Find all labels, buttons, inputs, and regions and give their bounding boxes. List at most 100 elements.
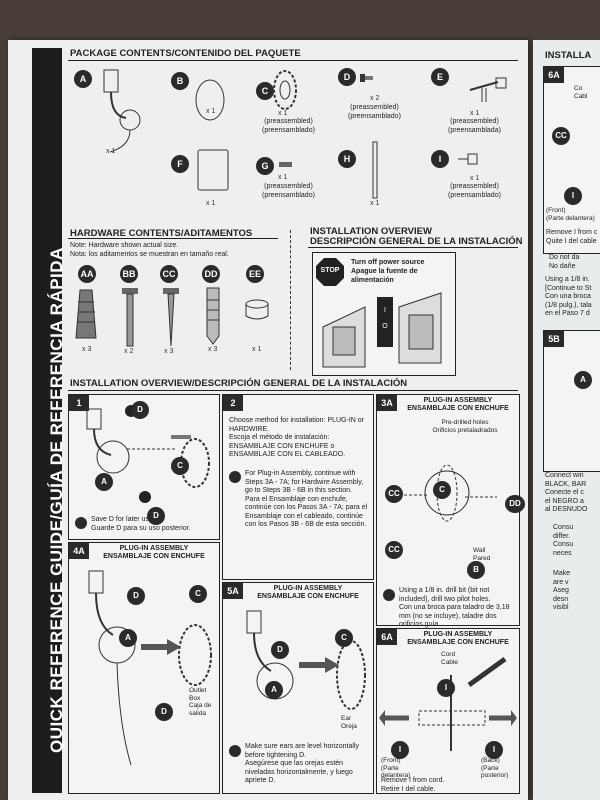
right-wiring-text: Connect wiri BLACK, BAR Conecte el c el … bbox=[545, 472, 588, 513]
item-letter: E bbox=[431, 68, 449, 86]
part-b-label: B bbox=[467, 561, 485, 579]
right-make-sure-text: Make are v Aseg desn visibl bbox=[553, 570, 571, 611]
item-letter: CC bbox=[160, 265, 178, 283]
part-a-label: A bbox=[574, 371, 592, 389]
stop-sign-label: STOP bbox=[320, 267, 340, 274]
part-d-label: D bbox=[155, 703, 173, 721]
step-3a-tip: Using a 1/8 in. drill bit (bit not inclu… bbox=[399, 587, 510, 628]
step-1-panel: 1 D A C D Save D for later use. Guarde D… bbox=[68, 394, 220, 540]
item-letter: H bbox=[338, 150, 356, 168]
step-2-panel: 2 Choose method for installation: PLUG-I… bbox=[222, 394, 374, 580]
step-number: 2 bbox=[223, 395, 243, 411]
item-qty: x 2 bbox=[124, 348, 134, 355]
wood-screw-icon bbox=[163, 288, 179, 347]
divider bbox=[308, 247, 518, 248]
cord-label: Cord Cable bbox=[441, 651, 458, 666]
wall-sconce-icon bbox=[103, 69, 141, 153]
item-letter: AA bbox=[78, 265, 96, 283]
part-a-label: A bbox=[265, 681, 283, 699]
right-step-5b-panel: 5B A bbox=[543, 330, 600, 472]
step-3a-panel: 3A PLUG-IN ASSEMBLY ENSAMBLAJE CON ENCHU… bbox=[376, 394, 525, 628]
divider bbox=[68, 60, 518, 61]
item-qty: x 2 bbox=[370, 95, 380, 102]
item-letter: G bbox=[256, 157, 274, 175]
small-part-icon bbox=[279, 162, 292, 167]
step-2-text: Choose method for installation: PLUG-IN … bbox=[229, 417, 365, 458]
step-6a-text: Remove I from cord. Retire I del cable. bbox=[381, 777, 445, 793]
mounting-bracket-icon bbox=[273, 70, 297, 110]
screw-icon bbox=[360, 74, 373, 82]
item-letter: B bbox=[171, 72, 189, 90]
hardware-note-es: Nota: los aditamentos se muestran en tam… bbox=[70, 251, 229, 258]
item-note: (preassembled) (preensamblado) bbox=[348, 104, 401, 120]
bushing-icon bbox=[245, 299, 269, 320]
package-contents-header: PACKAGE CONTENTS/CONTENIDO DEL PAQUETE bbox=[70, 48, 301, 59]
breaker-box-illustration bbox=[322, 292, 442, 368]
part-c-label: C bbox=[171, 457, 189, 475]
right-header: INSTALLA bbox=[545, 50, 592, 61]
item-letter: BB bbox=[120, 265, 138, 283]
switch-on-label: I bbox=[384, 307, 386, 314]
ear-label: Ear Oreja bbox=[341, 715, 357, 730]
power-off-es: Apague la fuente de alimentación bbox=[351, 268, 418, 284]
overview-header-es: DESCRIPCIÓN GENERAL DE LA INSTALACIÓN bbox=[310, 236, 523, 247]
right-consult-text: Consu differ. Consu neces bbox=[553, 524, 574, 557]
step-6a-title: PLUG-IN ASSEMBLY ENSAMBLAJE CON ENCHUFE bbox=[407, 631, 509, 646]
step-5a-title: PLUG-IN ASSEMBLY ENSAMBLAJE CON ENCHUFE bbox=[257, 585, 359, 600]
part-i-label: I bbox=[564, 187, 582, 205]
part-d-label: D bbox=[127, 587, 145, 605]
pre-drilled-holes-label: Pre-drilled holes Orificios pretaladrado… bbox=[432, 419, 498, 434]
back-label: (Back) (Parte posterior) bbox=[481, 757, 509, 779]
hardware-contents-header: HARDWARE CONTENTS/ADITAMENTOS bbox=[70, 228, 253, 239]
step-4a-illustration bbox=[88, 570, 212, 766]
step-2-tip: For Plug-in Assembly, continue with Step… bbox=[245, 470, 368, 528]
step-4a-title: PLUG-IN ASSEMBLY ENSAMBLAJE CON ENCHUFE bbox=[103, 545, 205, 560]
item-qty: x 1 bbox=[278, 174, 288, 181]
machine-screw-icon bbox=[122, 288, 138, 347]
step-1-illustration bbox=[86, 405, 210, 503]
part-cc-label: CC bbox=[385, 541, 403, 559]
part-i-label: I bbox=[437, 679, 455, 697]
sidebar-title: QUICK REFERENCE GUIDE/GUÍA DE REFERENCIA… bbox=[47, 247, 66, 753]
step-5a-panel: 5A PLUG-IN ASSEMBLY ENSAMBLAJE CON ENCHU… bbox=[222, 582, 374, 794]
step-5a-tip: Make sure ears are level horizontally be… bbox=[245, 743, 359, 784]
part-a-label: A bbox=[95, 473, 113, 491]
item-letter: C bbox=[256, 82, 274, 100]
power-off-en: Turn off power source bbox=[351, 259, 425, 266]
cord-clip-icon bbox=[458, 153, 478, 165]
plug-cord-icon bbox=[469, 77, 507, 102]
outlet-box-label: Outlet Box Caja de salida bbox=[189, 687, 212, 717]
step-4a-panel: 4A PLUG-IN ASSEMBLY ENSAMBLAJE CON ENCHU… bbox=[68, 542, 220, 794]
wall-anchor-icon bbox=[206, 287, 220, 345]
cover-plate-icon bbox=[197, 149, 229, 191]
right-step-6a-panel: 6A Co Cabl CC I (Front) (Parte delantera… bbox=[543, 66, 600, 254]
part-d-label: D bbox=[147, 507, 165, 525]
divider bbox=[68, 390, 518, 391]
second-sheet: INSTALLA 6A Co Cabl CC I (Front) (Parte … bbox=[533, 40, 600, 800]
part-a-label: A bbox=[119, 629, 137, 647]
canopy-plate-icon bbox=[195, 79, 225, 121]
switch-off-label: O bbox=[382, 323, 388, 330]
item-letter: F bbox=[171, 155, 189, 173]
item-note: (preassembled) (preensamblado) bbox=[262, 183, 315, 199]
item-note: (preassembled) (preensamblada) bbox=[448, 118, 501, 134]
item-letter: D bbox=[338, 68, 356, 86]
part-i-label: I bbox=[391, 741, 409, 759]
part-dd-label: DD bbox=[505, 495, 525, 513]
part-c-label: C bbox=[189, 585, 207, 603]
item-qty: x 1 bbox=[106, 148, 116, 155]
part-c-label: C bbox=[335, 629, 353, 647]
rod-icon bbox=[372, 141, 378, 199]
wire-nut-icon bbox=[75, 289, 97, 339]
step-number: 3A bbox=[377, 395, 397, 411]
item-note: (preassembled) (preensamblado) bbox=[448, 183, 501, 199]
divider bbox=[68, 238, 278, 239]
part-cc-label: CC bbox=[385, 485, 403, 503]
front-label: (Front) (Parte delantera) bbox=[381, 757, 411, 779]
overview-header-en: INSTALLATION OVERVIEW bbox=[310, 226, 432, 237]
overview-section-header: INSTALLATION OVERVIEW/DESCRIPCIÓN GENERA… bbox=[70, 378, 408, 389]
part-i-label: I bbox=[485, 741, 503, 759]
item-qty: x 1 bbox=[206, 108, 216, 115]
step-number: 5A bbox=[223, 583, 243, 599]
item-qty: x 1 bbox=[278, 110, 288, 117]
